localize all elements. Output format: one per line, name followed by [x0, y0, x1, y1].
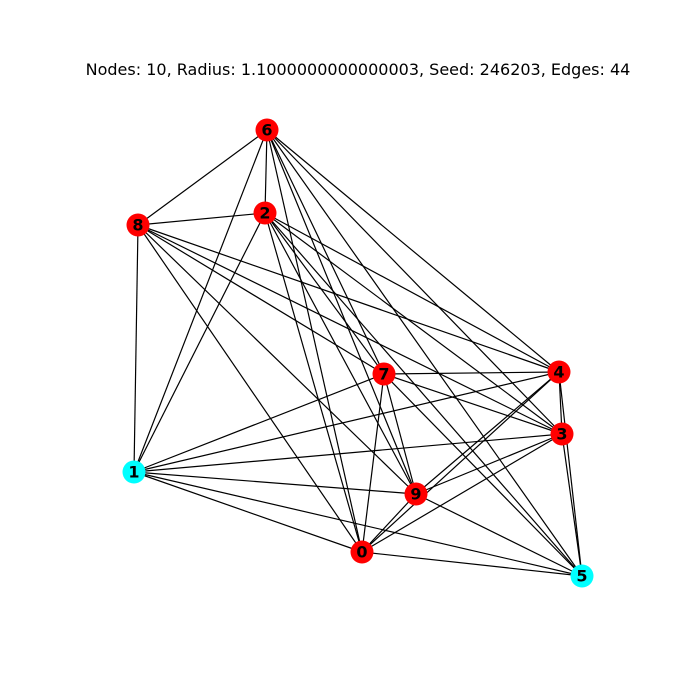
edge-2-3 [264, 212, 563, 435]
edge-2-9 [264, 212, 417, 495]
edge-8-0 [137, 224, 363, 553]
node-circle [350, 540, 374, 564]
edge-9-0 [361, 493, 417, 553]
edge-8-1 [133, 224, 139, 473]
node-1: 1 [122, 460, 146, 484]
node-9: 9 [404, 482, 428, 506]
node-label: 7 [378, 365, 389, 384]
node-7: 7 [372, 362, 396, 386]
edge-6-3 [266, 129, 563, 435]
node-label: 9 [410, 485, 421, 504]
node-0: 0 [350, 540, 374, 564]
node-circle [372, 362, 396, 386]
edge-7-3 [383, 373, 563, 435]
node-circle [122, 460, 146, 484]
edge-3-5 [561, 433, 583, 577]
node-circle [253, 201, 277, 225]
edge-3-0 [361, 433, 563, 553]
edge-2-4 [264, 212, 560, 373]
edge-6-2 [264, 129, 268, 214]
node-circle [547, 360, 571, 384]
node-6: 6 [255, 118, 279, 142]
edge-4-0 [361, 371, 560, 553]
edge-1-0 [133, 471, 363, 553]
edge-2-7 [264, 212, 385, 375]
edge-6-0 [266, 129, 363, 553]
edge-7-5 [383, 373, 583, 577]
edge-3-1 [133, 433, 563, 473]
node-3: 3 [550, 422, 574, 446]
node-layer: 0 1 2 3 4 5 6 7 8 9 [122, 118, 594, 588]
node-label: 5 [576, 567, 587, 586]
edge-7-9 [383, 373, 417, 495]
edge-7-4 [383, 371, 560, 375]
node-5: 5 [570, 564, 594, 588]
node-label: 8 [132, 216, 143, 235]
node-label: 1 [128, 463, 139, 482]
edge-1-5 [133, 471, 583, 577]
graph-title: Nodes: 10, Radius: 1.1000000000000003, S… [85, 60, 631, 79]
edge-8-4 [137, 224, 560, 373]
edge-6-4 [266, 129, 560, 373]
edge-9-5 [415, 493, 583, 577]
edge-6-8 [137, 129, 268, 226]
edge-8-2 [137, 212, 266, 226]
node-4: 4 [547, 360, 571, 384]
node-circle [126, 213, 150, 237]
edge-6-1 [133, 129, 268, 473]
node-circle [550, 422, 574, 446]
edge-6-9 [266, 129, 417, 495]
node-circle [255, 118, 279, 142]
edge-6-5 [266, 129, 583, 577]
node-label: 2 [259, 204, 270, 223]
edge-4-9 [415, 371, 560, 495]
node-circle [404, 482, 428, 506]
edge-8-9 [137, 224, 417, 495]
edge-2-0 [264, 212, 363, 553]
node-2: 2 [253, 201, 277, 225]
edge-1-9 [133, 471, 417, 495]
edge-8-3 [137, 224, 563, 435]
node-label: 3 [556, 425, 567, 444]
node-label: 4 [553, 363, 564, 382]
edge-0-5 [361, 551, 583, 577]
edge-3-9 [415, 433, 563, 495]
edge-6-7 [266, 129, 385, 375]
edge-2-1 [133, 212, 266, 473]
edge-layer [133, 129, 583, 577]
edge-4-1 [133, 371, 560, 473]
edge-7-0 [361, 373, 385, 553]
edge-2-5 [264, 212, 583, 577]
node-label: 0 [356, 543, 367, 562]
edge-4-5 [558, 371, 583, 577]
node-8: 8 [126, 213, 150, 237]
node-label: 6 [261, 121, 272, 140]
edge-8-7 [137, 224, 385, 375]
node-circle [570, 564, 594, 588]
edge-7-1 [133, 373, 385, 473]
